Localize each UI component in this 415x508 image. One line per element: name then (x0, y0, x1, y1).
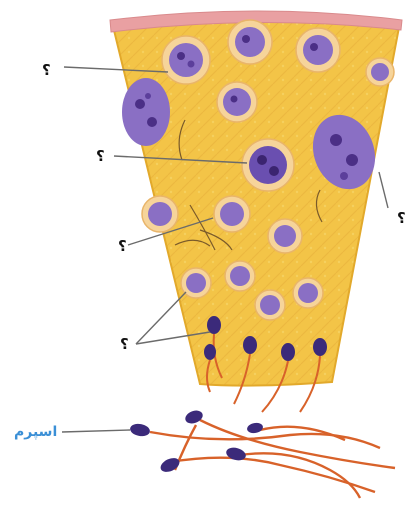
primary-spermatocyte (217, 82, 257, 122)
label-unknown-5: ؟ (397, 210, 406, 226)
spermatid (225, 261, 255, 291)
label-unknown-1: ؟ (42, 62, 51, 78)
label-sperm: اسپرم (14, 424, 57, 440)
free-sperm-heads (129, 408, 264, 474)
label-unknown-3: ؟ (118, 238, 127, 254)
primary-spermatocyte-large (242, 139, 294, 191)
spermatogonium-cell (162, 36, 210, 84)
secondary-spermatocyte (214, 196, 250, 232)
secondary-spermatocyte (268, 219, 302, 253)
secondary-spermatocyte (142, 196, 178, 232)
spermatogonium-cell (296, 28, 340, 72)
spermatid (255, 290, 285, 320)
free-sperm-cluster (150, 420, 395, 498)
spermatogonium-cell (366, 58, 394, 86)
spermatogonium-cell (228, 20, 272, 64)
label-unknown-4: ؟ (120, 336, 129, 352)
sertoli-cell-nucleus-left (122, 78, 170, 146)
label-unknown-2: ؟ (96, 148, 105, 164)
spermatid (293, 278, 323, 308)
